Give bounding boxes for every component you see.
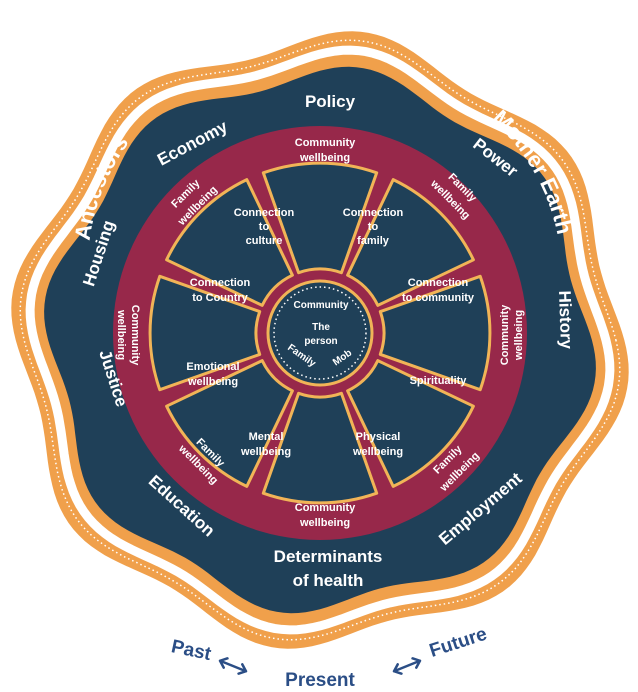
seg-physical-shape	[261, 391, 379, 505]
seg-community-shape	[378, 274, 492, 392]
present-label: Present	[285, 670, 355, 691]
seg-emotional-line1: Emotional	[186, 361, 239, 373]
seg-family-line3: family	[357, 235, 390, 247]
core-circle	[266, 279, 374, 387]
seg-culture-shape	[261, 161, 379, 275]
history-label: History	[555, 290, 576, 350]
past-label: Past	[169, 636, 213, 665]
wb-right-line1: Community	[499, 304, 511, 365]
seg-family-line1: Connection	[343, 207, 404, 219]
seg-mental-shape	[165, 359, 294, 488]
outer-dotted-line	[19, 39, 621, 641]
seg-culture-line3: culture	[246, 235, 283, 247]
seg-emotional-line2: wellbeing	[187, 376, 238, 388]
seg-country-shape	[165, 178, 294, 307]
core-dotted-ring	[273, 286, 367, 380]
left-double-arrow-icon	[218, 657, 248, 675]
determinants-label-line2: of health	[293, 571, 364, 590]
core-community-label: Community	[294, 300, 349, 311]
seg-community-line1: Connection	[408, 277, 469, 289]
seg-mental-line1: Mental	[249, 431, 284, 443]
seg-country-line1: Connection	[190, 277, 251, 289]
outer-white-band	[25, 45, 615, 635]
seg-family-shape	[346, 178, 475, 307]
policy-label: Policy	[305, 92, 356, 111]
seg-spirituality-shape	[346, 359, 475, 488]
seg-mental-line2: wellbeing	[240, 446, 291, 458]
core-person-line1: The	[312, 322, 330, 333]
wb-top-line1: Community	[295, 137, 356, 149]
seg-culture-line1: Connection	[234, 207, 295, 219]
wb-bottom-line1: Community	[295, 502, 356, 514]
seg-country-line2: to Country	[192, 292, 248, 304]
seg-emotional-shape	[148, 274, 262, 392]
wb-left-line1: Community	[129, 305, 141, 366]
wb-top-line2: wellbeing	[299, 152, 350, 164]
seg-spirituality-line1: Spirituality	[410, 375, 468, 387]
segments-group	[148, 161, 492, 505]
wb-left-line2: wellbeing	[115, 309, 127, 360]
right-double-arrow-icon	[392, 657, 422, 675]
seg-culture-line2: to	[259, 221, 270, 233]
core-person-line2: person	[304, 336, 337, 347]
seg-physical-line1: Physical	[356, 431, 401, 443]
seg-family-line2: to	[368, 221, 379, 233]
wb-right-line2: wellbeing	[513, 310, 525, 361]
future-label: Future	[427, 624, 490, 662]
seg-physical-line2: wellbeing	[352, 446, 403, 458]
determinants-label-line1: Determinants	[274, 547, 383, 566]
wb-bottom-line2: wellbeing	[299, 517, 350, 529]
seg-community-line2: to community	[402, 292, 475, 304]
